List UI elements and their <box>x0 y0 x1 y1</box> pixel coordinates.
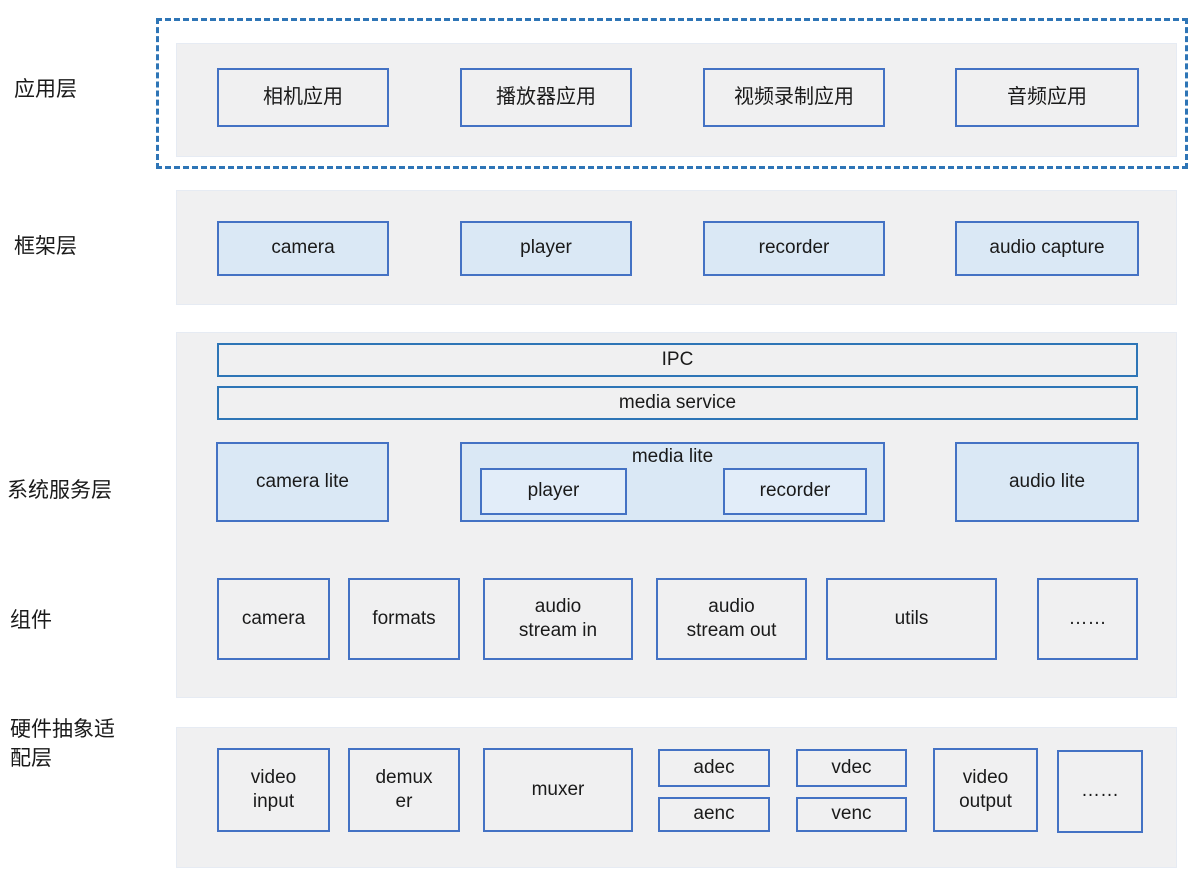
box-player-framework: player <box>460 221 632 276</box>
box-camera-app: 相机应用 <box>217 68 389 127</box>
box-hal-aenc: aenc <box>658 797 770 832</box>
app-layer-panel <box>176 43 1177 157</box>
box-label: video output <box>959 766 1012 812</box>
layer-label-components: 组件 <box>10 609 52 632</box>
layer-label-app: 应用层 <box>14 78 77 101</box>
box-recorder-framework: recorder <box>703 221 885 276</box>
box-player-app: 播放器应用 <box>460 68 632 127</box>
box-media-lite-recorder: recorder <box>723 468 867 515</box>
box-hal-venc: venc <box>796 797 907 832</box>
layer-label-hal: 硬件抽象适配层 <box>10 718 115 770</box>
box-hal-video-input: video input <box>217 748 330 832</box>
box-hal-adec: adec <box>658 749 770 787</box>
bar-ipc: IPC <box>217 343 1138 377</box>
media-lite-label: media lite <box>631 446 714 467</box>
box-media-lite: media lite player recorder <box>460 442 885 522</box>
box-hal-demuxer: demuxer <box>348 748 460 832</box>
box-label: audio stream in <box>518 595 598 641</box>
layer-label-framework: 框架层 <box>14 235 77 258</box>
box-component-utils: utils <box>826 578 997 660</box>
box-camera-lite: camera lite <box>216 442 389 522</box>
layer-label-system-service: 系统服务层 <box>7 479 112 502</box>
box-component-formats: formats <box>348 578 460 660</box>
box-hal-video-output: video output <box>933 748 1038 832</box>
box-label: demuxer <box>375 766 433 812</box>
box-media-lite-player: player <box>480 468 627 515</box>
box-label: audio stream out <box>686 595 777 641</box>
box-component-camera: camera <box>217 578 330 660</box>
box-audio-app: 音频应用 <box>955 68 1139 127</box>
box-component-ellipsis: …… <box>1037 578 1138 660</box>
box-audio-capture-framework: audio capture <box>955 221 1139 276</box>
box-label: video input <box>250 766 297 812</box>
box-component-audio-stream-in: audio stream in <box>483 578 633 660</box>
app-layer-dashed-frame <box>156 18 1188 169</box>
box-video-record-app: 视频录制应用 <box>703 68 885 127</box>
box-hal-ellipsis: …… <box>1057 750 1143 833</box>
bar-media-service: media service <box>217 386 1138 420</box>
box-camera-framework: camera <box>217 221 389 276</box>
box-hal-muxer: muxer <box>483 748 633 832</box>
box-hal-vdec: vdec <box>796 749 907 787</box>
box-component-audio-stream-out: audio stream out <box>656 578 807 660</box>
box-audio-lite: audio lite <box>955 442 1139 522</box>
